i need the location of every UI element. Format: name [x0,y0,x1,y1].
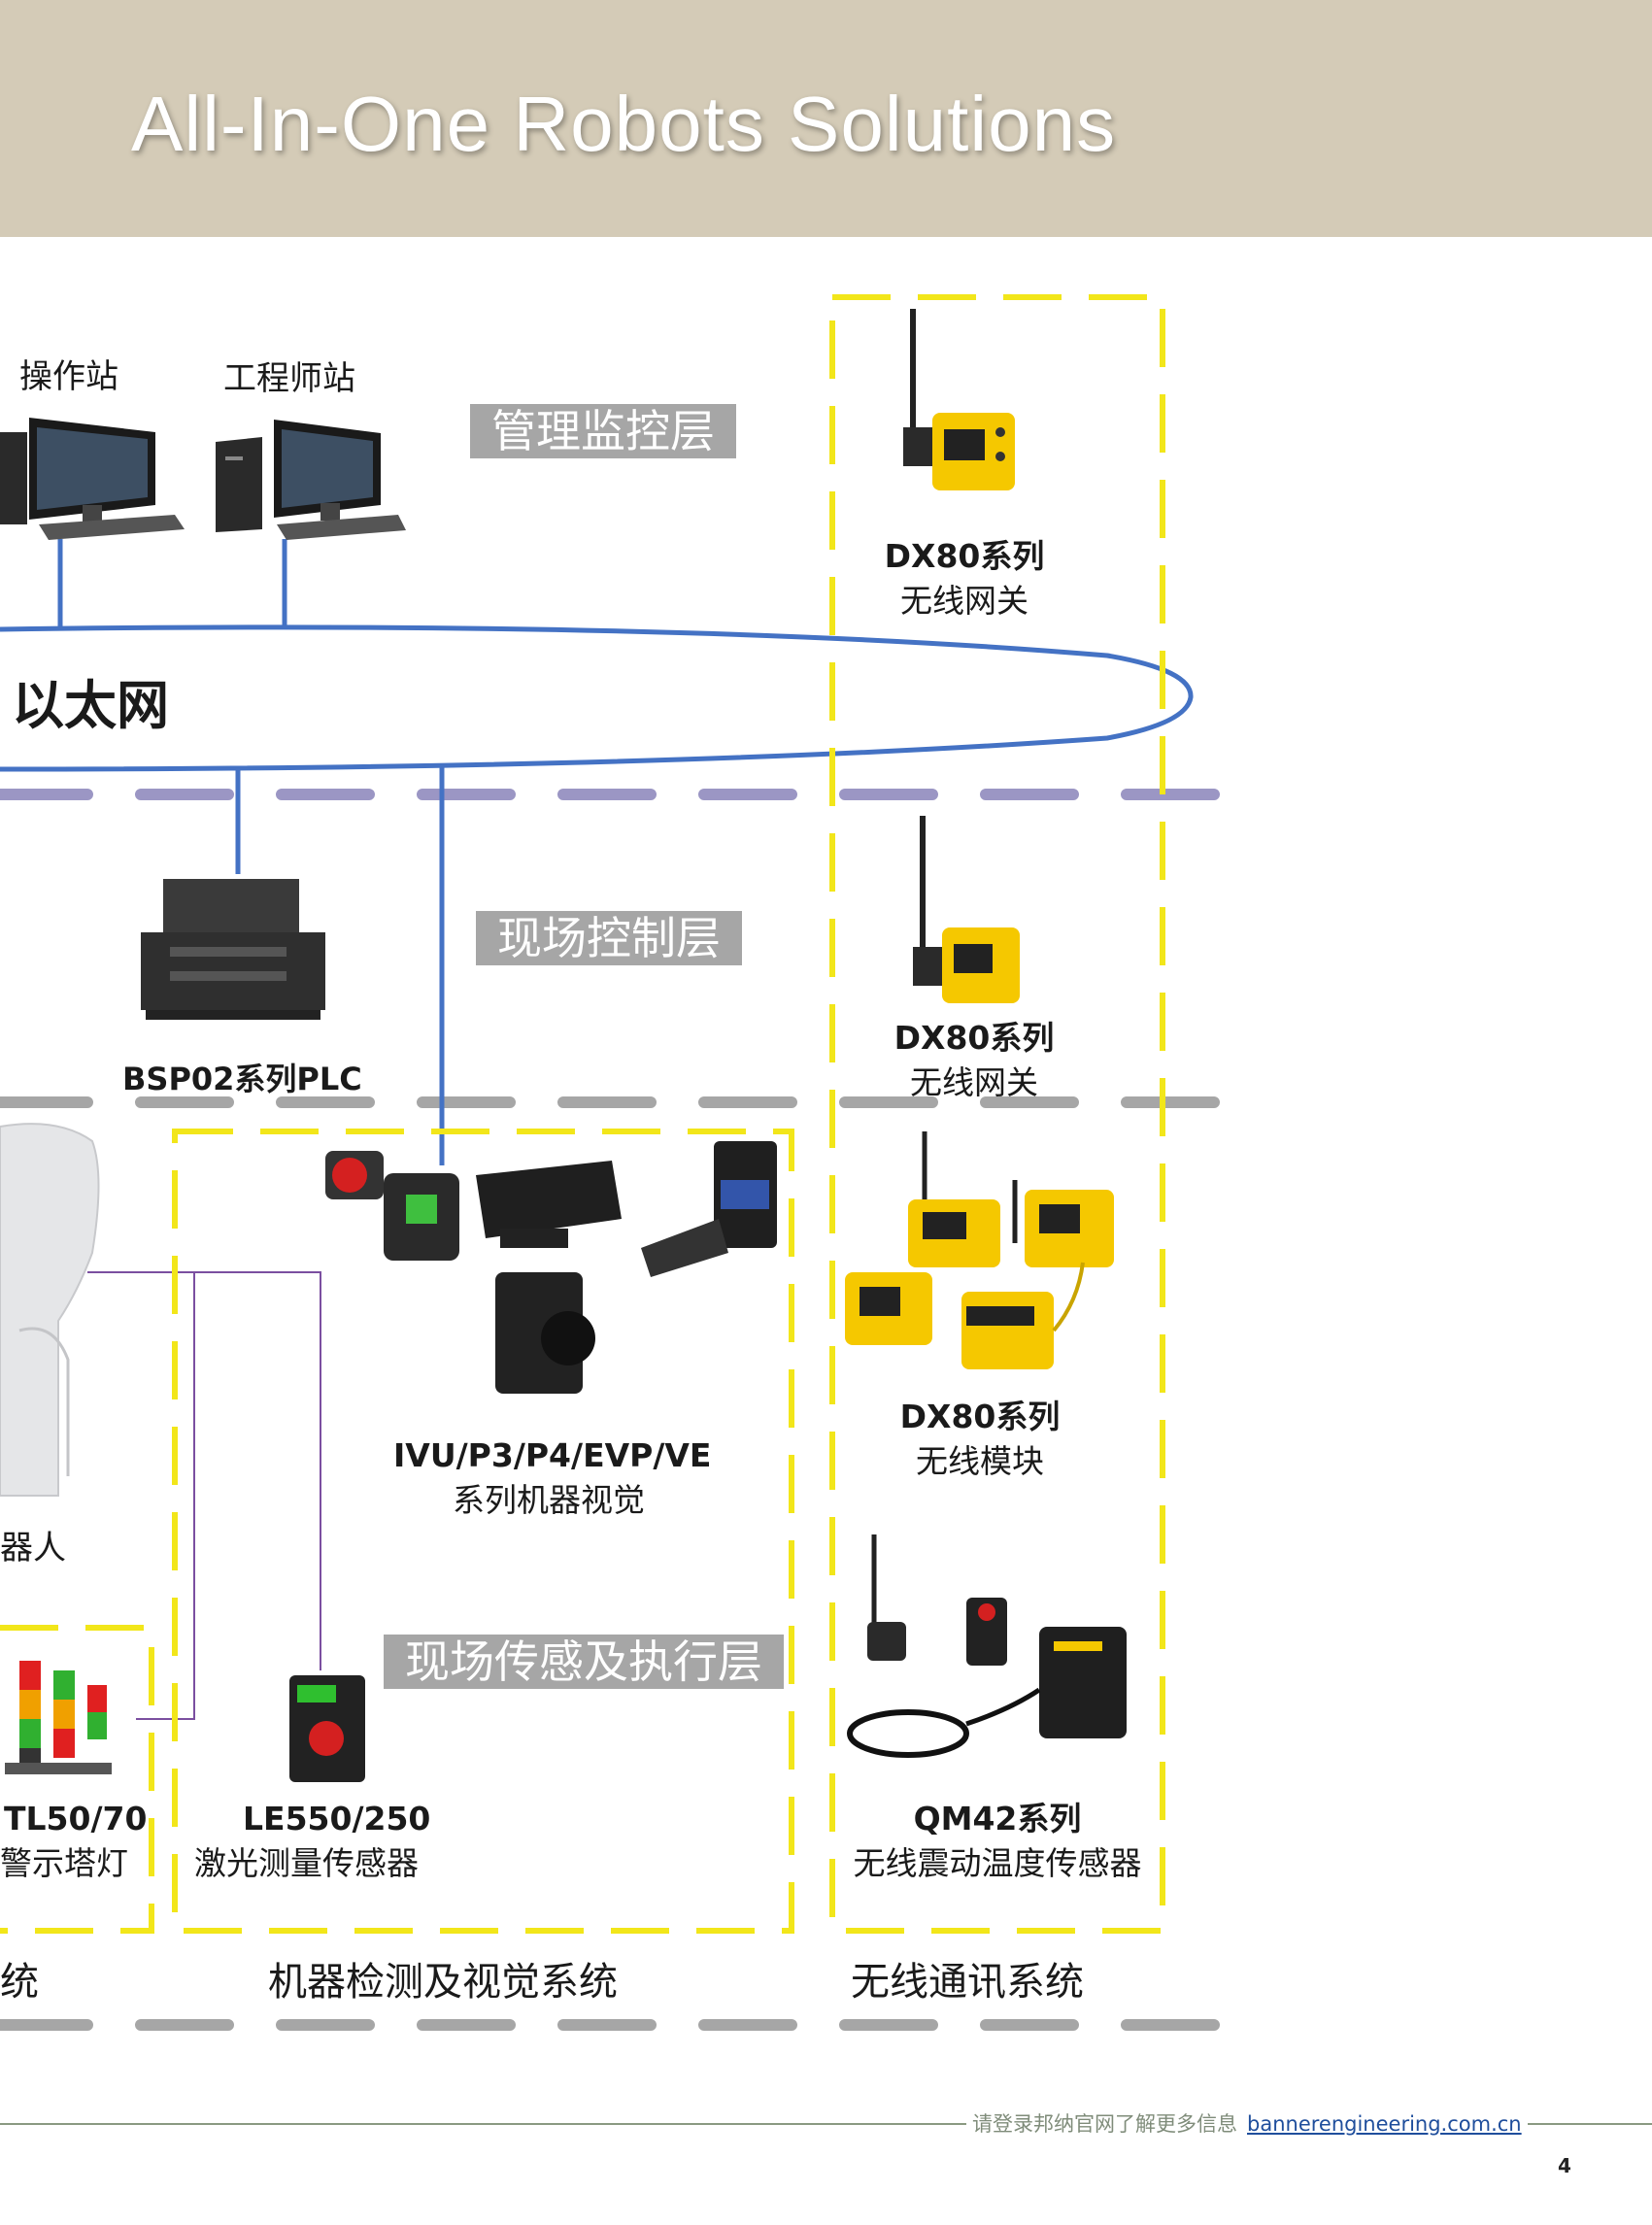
vision-model: IVU/P3/P4/EVP/VE [393,1436,712,1474]
qm42-model: QM42系列 [913,1800,1082,1837]
robot-label: 器人 [0,1529,66,1568]
qm42-label: QM42系列 无线震动温度传感器 [837,1797,1158,1886]
tower-light-cluster-icon [5,1661,112,1774]
laser-model: LE550/250 [243,1800,431,1837]
laser-sensor-icon [289,1675,365,1782]
dx80-module-cluster-icon [845,1131,1114,1369]
system-label-partial: 统 [0,1960,39,2005]
vision-sensor-cluster-icon [325,1141,777,1394]
robot-system-box [0,1625,154,1934]
vision-label: IVU/P3/P4/EVP/VE 系列机器视觉 [393,1433,712,1523]
dx80-middle-model: DX80系列 [893,1019,1055,1057]
page-number: 4 [1558,2154,1571,2177]
layer-label-field-control: 现场控制层 [476,911,742,965]
operator-station-label: 操作站 [19,357,118,396]
dx80-top-model: DX80系列 [884,537,1045,575]
robot-to-tower-line [136,1272,195,1720]
robot-arm-icon [0,1123,100,1497]
plc-icon [141,879,325,1020]
wireless-system-box [829,294,1165,1934]
layer-label-field-sensing: 现场传感及执行层 [384,1635,784,1689]
dx80-gateway-top-icon [903,309,1015,490]
header-band: All-In-One Robots Solutions [0,0,1652,237]
footer-text: 请登录邦纳官网了解更多信息 [972,2112,1237,2136]
plc-label: BSP02系列PLC [122,1061,362,1097]
dx80-module-model: DX80系列 [899,1398,1061,1435]
dx80-middle-label: DX80系列 无线网关 [892,1016,1057,1105]
tower-light-model: TL50/70 [4,1800,148,1837]
tower-light-label: TL50/70 警示塔灯 [0,1797,148,1886]
page-title: All-In-One Robots Solutions [131,81,1117,167]
tower-light-type: 警示塔灯 [0,1844,128,1882]
operator-computer-icon [0,418,185,540]
layer-label-management: 管理监控层 [470,404,736,458]
dx80-middle-type: 无线网关 [910,1063,1038,1101]
system-label-wireless: 无线通讯系统 [851,1960,1084,2005]
engineer-computer-icon [216,420,406,540]
footer-rule [0,2123,1652,2125]
dx80-gateway-middle-icon [913,816,1020,1003]
engineer-station-label: 工程师站 [223,359,355,398]
footer-info: 请登录邦纳官网了解更多信息 bannerengineering.com.cn [966,2108,1528,2138]
qm42-type: 无线震动温度传感器 [853,1844,1142,1882]
system-label-machine-vision: 机器检测及视觉系统 [268,1960,618,2005]
ethernet-ring [0,624,1194,772]
robot-to-laser-line [87,1271,321,1670]
qm42-sensor-icon [847,1534,1127,1758]
laser-type: 激光测量传感器 [194,1844,419,1882]
dx80-module-type: 无线模块 [916,1442,1044,1480]
dx80-top-label: DX80系列 无线网关 [882,534,1047,624]
ethernet-label: 以太网 [12,675,169,736]
laser-label: LE550/250 激光测量传感器 [194,1797,447,1886]
vision-system-box [172,1129,794,1934]
vision-type: 系列机器视觉 [453,1481,645,1519]
footer-website-link[interactable]: bannerengineering.com.cn [1247,2112,1522,2136]
dx80-module-label: DX80系列 无线模块 [897,1395,1062,1484]
dx80-top-type: 无线网关 [900,582,1028,620]
